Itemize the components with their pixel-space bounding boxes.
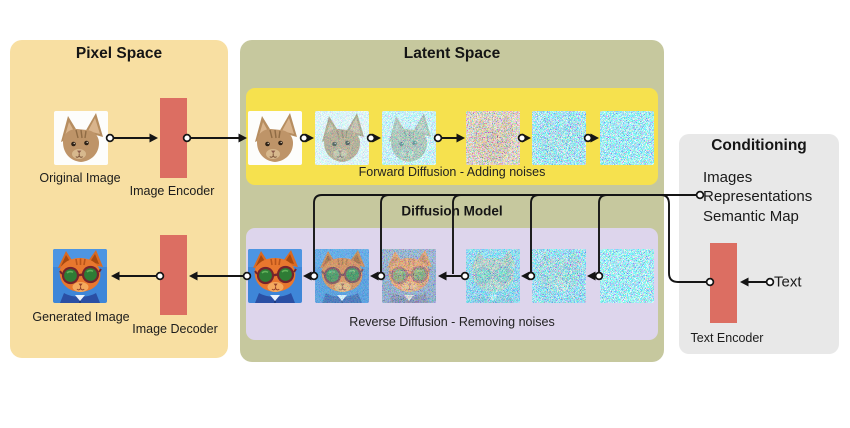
generated-image: [53, 249, 107, 303]
forward-step-3-image: [382, 111, 436, 165]
noise-overlay: [532, 249, 586, 303]
noise-overlay: [315, 249, 369, 303]
text-input-label: Text: [774, 273, 802, 291]
noise-overlay: [600, 111, 654, 165]
noise-overlay: [466, 111, 520, 165]
forward-step-1-image: [248, 111, 302, 165]
diffusion-model-label: Diffusion Model: [401, 203, 503, 219]
conditioning-panel: [679, 134, 839, 354]
forward-diffusion-caption: Forward Diffusion - Adding noises: [358, 165, 546, 179]
conditioning-input-images: Images: [703, 169, 753, 186]
pixel-space-title: Pixel Space: [75, 45, 163, 62]
original-image: [54, 111, 108, 165]
conditioning-inputs: Images Representations Semantic Map: [703, 168, 812, 226]
noise-overlay: [315, 111, 369, 165]
forward-step-5-image: [532, 111, 586, 165]
conditioning-title: Conditioning: [711, 137, 807, 154]
pixel-space-panel: [10, 40, 228, 358]
image-encoder-label: Image Encoder: [129, 184, 215, 198]
reverse-step-4-image: [466, 249, 520, 303]
noise-overlay: [532, 111, 586, 165]
image-decoder-block: [160, 235, 187, 315]
conditioning-input-representations: Representations: [703, 188, 813, 206]
image-decoder-label: Image Decoder: [132, 322, 218, 336]
noise-overlay: [600, 249, 654, 303]
text-encoder-block: [710, 243, 737, 323]
conditioning-input-semantic-map: Semantic Map: [703, 207, 799, 225]
forward-step-2-image: [315, 111, 369, 165]
reverse-step-5-image: [532, 249, 586, 303]
reverse-step-6-image: [600, 249, 654, 303]
reverse-step-3-image: [382, 249, 436, 303]
generated-image-label: Generated Image: [32, 310, 130, 324]
image-encoder-block: [160, 98, 187, 178]
reverse-diffusion-caption: Reverse Diffusion - Removing noises: [349, 315, 555, 329]
forward-step-4-image: [466, 111, 520, 165]
latent-space-title: Latent Space: [403, 45, 501, 62]
reverse-step-2-image: [315, 249, 369, 303]
original-image-label: Original Image: [39, 171, 121, 185]
reverse-step-1-image: [248, 249, 302, 303]
text-encoder-label: Text Encoder: [690, 331, 764, 345]
noise-overlay: [382, 111, 436, 165]
noise-overlay: [382, 249, 436, 303]
noise-overlay: [466, 249, 520, 303]
forward-step-6-image: [600, 111, 654, 165]
